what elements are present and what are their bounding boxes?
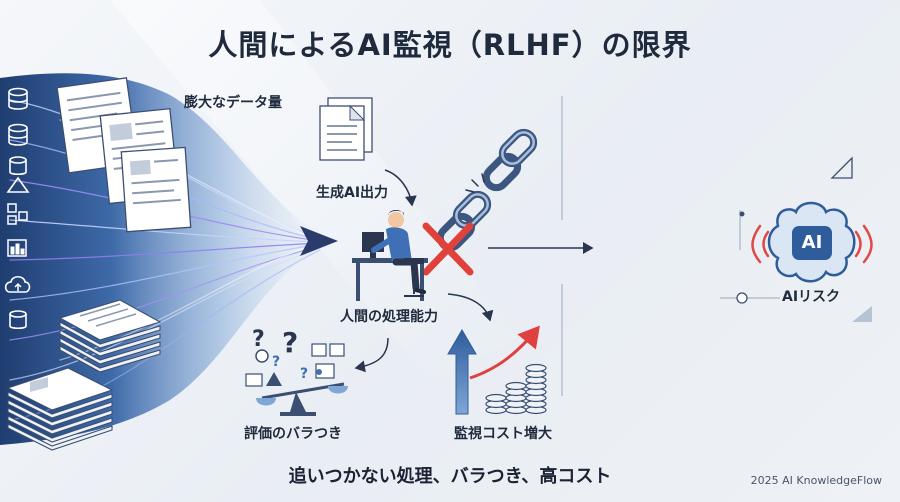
label-generated-output: 生成AI出力 (316, 185, 389, 201)
broken-chain-icon (436, 128, 538, 252)
decorative-triangle (852, 306, 872, 322)
decorative-triangle (830, 156, 853, 179)
decorative-lines (561, 96, 780, 396)
ai-brain-icon (767, 201, 856, 283)
label-human-capacity: 人間の処理能力 (340, 309, 438, 325)
paper-stack-lower (6, 299, 162, 451)
label-massive-data: 膨大なデータ量 (184, 95, 282, 111)
credit-text: 2025 AI KnowledgeFlow (750, 474, 882, 487)
label-ai-risk: AIリスク (782, 289, 841, 305)
flow-arrowhead (300, 226, 338, 256)
arrow-to-evaluation (354, 337, 389, 373)
arrow-to-cost (447, 293, 494, 322)
question-mark-icon: ? (300, 366, 308, 382)
warning-signal-icon (751, 224, 873, 264)
left-icon-column (4, 87, 31, 330)
question-mark-icon: ? (252, 327, 265, 352)
database-icon (9, 310, 27, 330)
person-at-desk-icon (352, 210, 428, 301)
cloud-upload-icon (4, 275, 31, 293)
decorative-node (739, 211, 745, 217)
ai-badge-text: AI (801, 232, 823, 253)
label-evaluation-variance: 評価のバラつき (244, 426, 342, 442)
generated-document-icon (319, 97, 373, 161)
question-mark-icon: ? (272, 354, 280, 370)
evaluation-balance-icon: ? ? ? ? (245, 326, 348, 416)
decorative-node (736, 292, 748, 304)
bottom-caption: 追いつかない処理、バラつき、高コスト (288, 466, 612, 487)
red-cross-mark (422, 222, 474, 276)
label-monitoring-cost: 監視コスト増大 (454, 426, 552, 442)
mountain-icon (6, 176, 30, 193)
database-icon (8, 123, 28, 146)
database-icon (9, 156, 27, 176)
page-title: 人間によるAI監視（RLHF）の限界 (208, 28, 692, 62)
document-stack-upper (56, 77, 192, 233)
arrow-output-to-human (384, 169, 417, 207)
question-mark-icon: ? (282, 326, 298, 359)
bar-chart-icon (7, 239, 27, 257)
cost-increase-icon (447, 325, 547, 415)
grid-blocks-icon (7, 203, 28, 225)
database-icon (8, 87, 28, 110)
